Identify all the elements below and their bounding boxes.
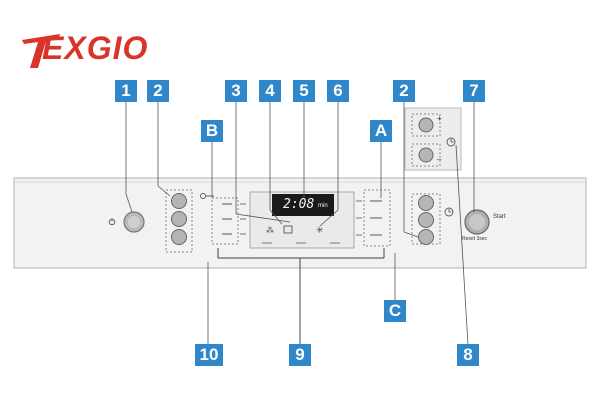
right-button-2	[418, 212, 434, 228]
timer-inset-panel	[404, 107, 462, 171]
callout-8: 8	[457, 344, 479, 366]
power-button-group	[108, 211, 145, 233]
timer-clock-icon	[446, 137, 456, 147]
timer-plus-button	[418, 117, 434, 133]
plus-icon: +	[437, 114, 442, 123]
callout-4: 4	[259, 80, 281, 102]
callout-9: 9	[289, 344, 311, 366]
display-unit: min	[318, 203, 328, 209]
minus-icon: –	[437, 155, 442, 164]
callout-10: 10	[195, 344, 223, 366]
leader-lines	[125, 100, 475, 346]
brand-name: EXGIO	[42, 30, 149, 66]
option-buttons-right-frame	[363, 189, 391, 247]
callout-2-right: 2	[393, 80, 415, 102]
callout-7: 7	[463, 80, 485, 102]
right-button-1	[418, 195, 434, 211]
option-buttons-left-frame	[211, 197, 239, 245]
callout-6: 6	[327, 80, 349, 102]
display-time: 2:08	[283, 197, 315, 212]
callout-A: A	[370, 120, 392, 142]
program-button-3	[171, 229, 187, 245]
program-button-2	[171, 211, 187, 227]
lcd-display	[272, 194, 334, 216]
power-icon	[108, 218, 116, 226]
callout-2-left: 2	[147, 80, 169, 102]
callout-1: 1	[115, 80, 137, 102]
reset-label: Reset 3sec	[462, 236, 488, 242]
right-button-3	[418, 229, 434, 245]
indicator-symbols: ⁂ ✳	[266, 225, 324, 236]
program-button-1	[171, 193, 187, 209]
callout-B: B	[201, 120, 223, 142]
key-icon	[200, 193, 214, 199]
program-buttons-frame	[165, 189, 193, 253]
svg-text:✳: ✳	[316, 226, 324, 236]
callout-3: 3	[225, 80, 247, 102]
timer-minus-button	[418, 147, 434, 163]
callout-C: C	[384, 300, 406, 322]
brand-logo	[22, 34, 60, 68]
callout-5: 5	[293, 80, 315, 102]
start-label: Start	[493, 214, 506, 220]
clock-icon	[444, 207, 454, 217]
svg-text:⁂: ⁂	[266, 225, 274, 235]
